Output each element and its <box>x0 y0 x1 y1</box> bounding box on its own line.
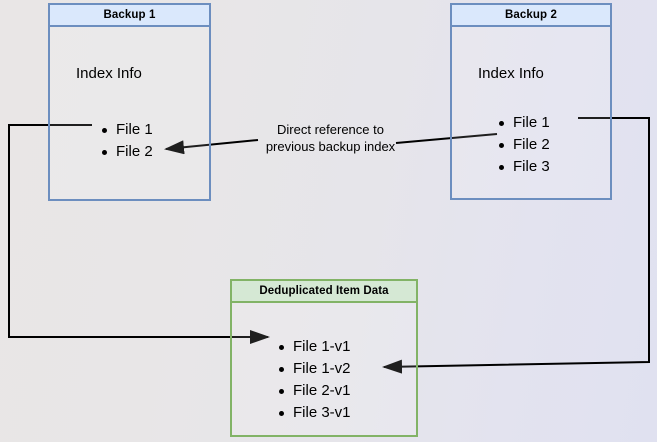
backup-2-box[interactable]: Backup 2 Index Info File 1 File 2 File 3 <box>450 3 612 200</box>
backup-1-box[interactable]: Backup 1 Index Info File 1 File 2 <box>48 3 211 201</box>
list-item: File 2-v1 <box>278 380 351 402</box>
backup-1-body: Index Info File 1 File 2 <box>50 27 209 199</box>
list-item: File 3 <box>498 156 550 178</box>
deduplicated-item-data-box[interactable]: Deduplicated Item Data File 1-v1 File 1-… <box>230 279 418 437</box>
annotation-line-1: Direct reference to <box>277 122 384 137</box>
list-item: File 1 <box>101 119 153 141</box>
list-item: File 2 <box>101 141 153 163</box>
list-item: File 2 <box>498 134 550 156</box>
backup-1-index-info-label: Index Info <box>76 65 142 82</box>
backup-1-file-list: File 1 File 2 <box>101 119 153 163</box>
annotation-direct-reference: Direct reference to previous backup inde… <box>263 121 398 155</box>
deduplicated-file-list: File 1-v1 File 1-v2 File 2-v1 File 3-v1 <box>278 336 351 424</box>
list-item: File 3-v1 <box>278 402 351 424</box>
annotation-line-2: previous backup index <box>265 139 396 154</box>
deduplicated-item-data-body: File 1-v1 File 1-v2 File 2-v1 File 3-v1 <box>232 303 416 435</box>
deduplicated-item-data-header: Deduplicated Item Data <box>232 281 416 303</box>
list-item: File 1-v1 <box>278 336 351 358</box>
backup-2-body: Index Info File 1 File 2 File 3 <box>452 27 610 198</box>
list-item: File 1 <box>498 112 550 134</box>
backup-1-header: Backup 1 <box>50 5 209 27</box>
list-item: File 1-v2 <box>278 358 351 380</box>
backup-2-file-list: File 1 File 2 File 3 <box>498 112 550 178</box>
backup-2-index-info-label: Index Info <box>478 65 544 82</box>
backup-2-header: Backup 2 <box>452 5 610 27</box>
